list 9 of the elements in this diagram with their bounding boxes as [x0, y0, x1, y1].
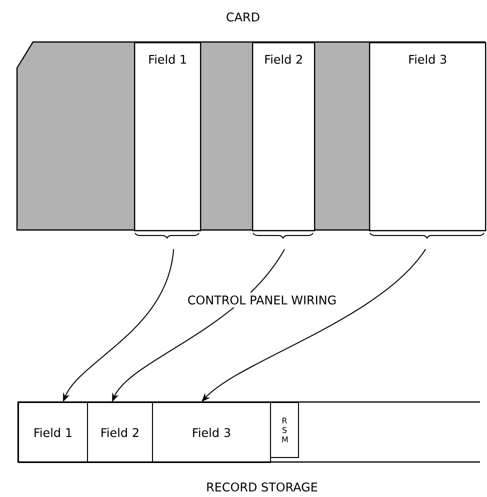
field-box: Field 3 [152, 402, 271, 463]
field-column: Field 1 [134, 42, 202, 232]
wiring-label: CONTROL PANEL WIRING [184, 292, 340, 308]
field-column: Field 3 [369, 42, 486, 232]
heading: CARD [226, 12, 260, 22]
field-box: Field 2 [87, 402, 153, 463]
field-column: Field 2 [252, 42, 316, 232]
field-box: Field 1 [18, 402, 88, 463]
heading: RECORD STORAGE [207, 482, 318, 492]
